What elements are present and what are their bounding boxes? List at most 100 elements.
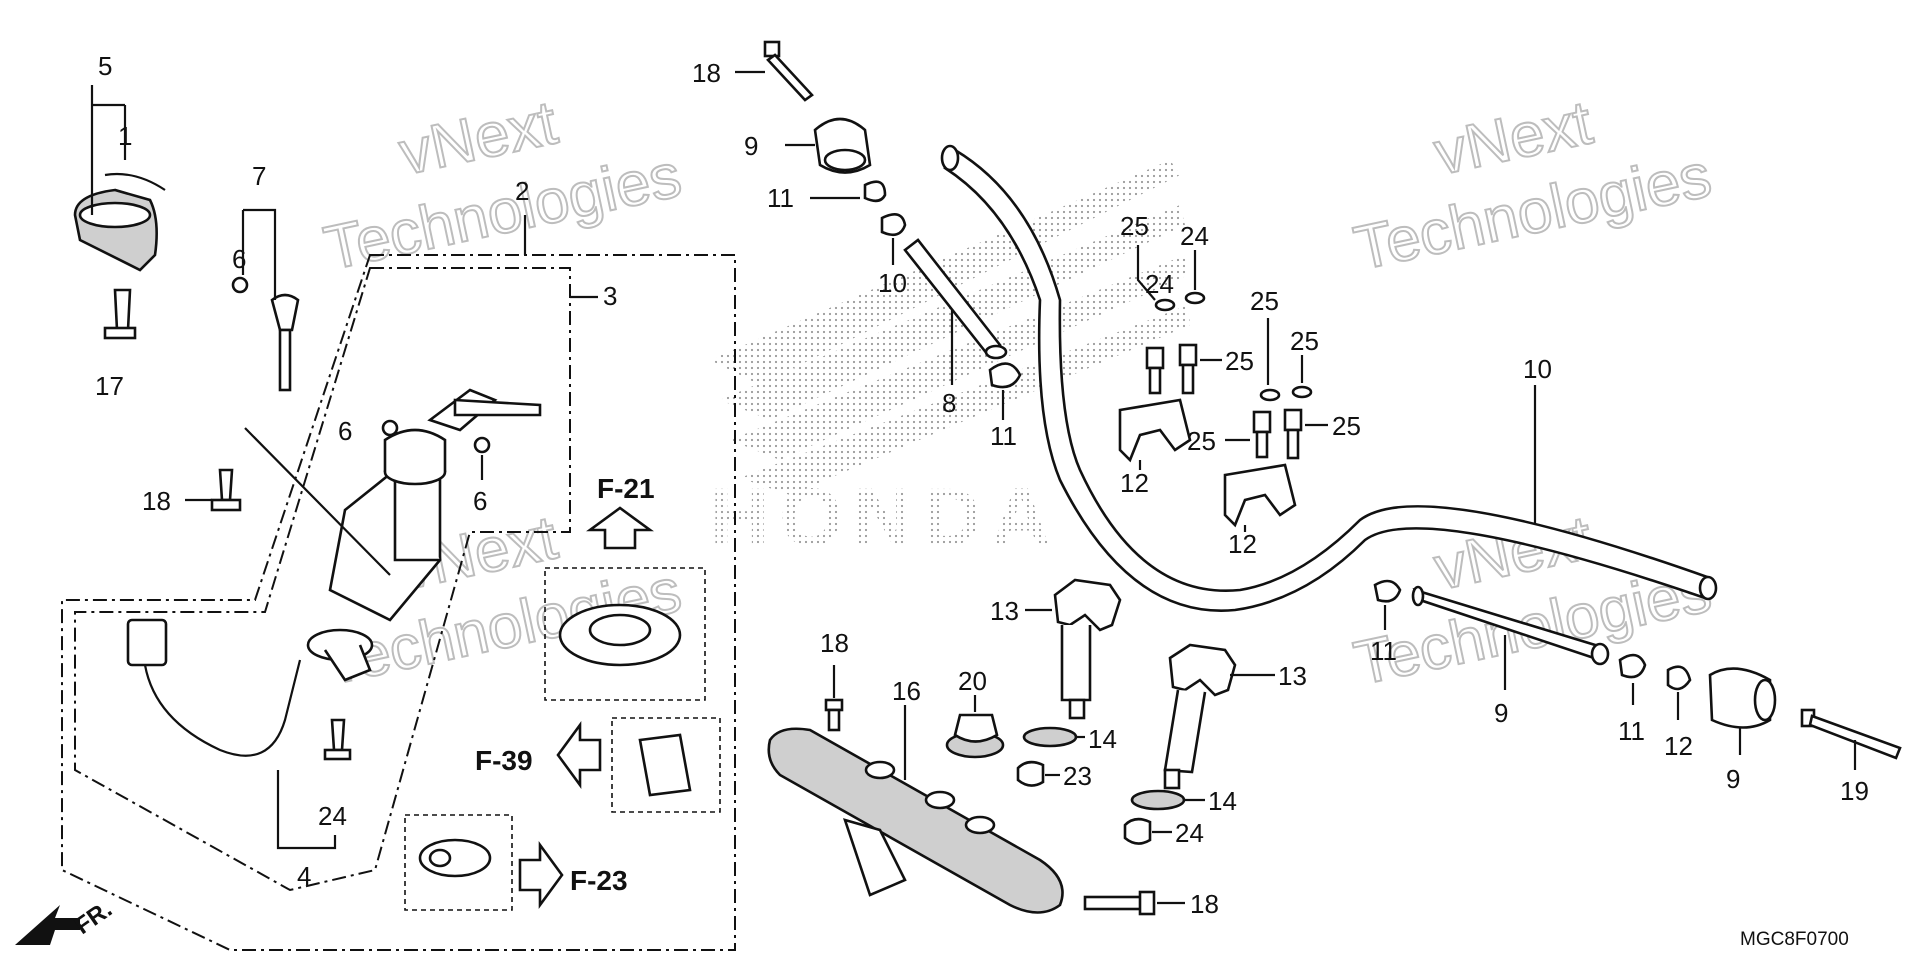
bolt-18 (824, 698, 844, 732)
front-direction-arrow (15, 905, 80, 945)
washer-24 (1259, 388, 1281, 402)
callout-5: 5 (98, 51, 112, 81)
bolt-25 (1252, 410, 1272, 459)
nut-11 (988, 362, 1022, 389)
handlebar-8 (940, 144, 1718, 612)
callout-24: 25 (1250, 286, 1279, 316)
bolt-25 (1283, 408, 1303, 460)
callout-22: 24 (1175, 818, 1204, 848)
arrow-up-icon (586, 506, 654, 550)
washer-24 (1154, 298, 1176, 312)
callout-25: 25 (1332, 411, 1361, 441)
callout-15: 14 (1088, 724, 1117, 754)
callout-18: 18 (1190, 889, 1219, 919)
screw-19 (210, 468, 242, 512)
bolt-25 (1145, 346, 1165, 395)
callout-25: 25 (1120, 211, 1149, 241)
nut-22 (1123, 817, 1152, 845)
nut-11 (1373, 579, 1402, 603)
callout-12: 12 (1664, 731, 1693, 761)
diagram-code: MGC8F0700 (1740, 929, 1849, 950)
leader-line (241, 208, 277, 300)
honda-logo-text: HONDA (710, 472, 1061, 563)
washer-24 (1184, 291, 1206, 305)
callout-24: 24 (1180, 221, 1209, 251)
assembly-group-boundary (61, 254, 736, 951)
callout-16: 16 (892, 676, 921, 706)
callout-11: 11 (1618, 716, 1645, 746)
bolt-20 (1800, 708, 1902, 760)
handlebar-holder-13 (1223, 463, 1297, 528)
reference-f23: F-23 (570, 865, 628, 896)
callout-13: 12 (1228, 529, 1257, 559)
nut-11 (880, 213, 907, 237)
callout-6: 6 (473, 486, 487, 516)
nut-6 (473, 436, 491, 454)
callout-9: 8 (942, 388, 956, 418)
callout-25: 25 (1187, 426, 1216, 456)
callout-6: 6 (338, 416, 352, 446)
nut-22 (1016, 760, 1045, 787)
callout-10: 9 (1726, 764, 1740, 794)
washer-15 (1022, 726, 1078, 748)
leader-line (276, 770, 337, 850)
callout-19: 18 (142, 486, 171, 516)
wire-harness-4 (126, 618, 374, 757)
honda-wing-logo: HONDA (710, 160, 1190, 563)
callout-11: 10 (878, 268, 907, 298)
washer-24 (1291, 385, 1313, 399)
callout-17: 17 (95, 371, 124, 401)
steering-lock-cover (73, 172, 166, 272)
leader-line (90, 85, 125, 215)
reference-box-f39 (611, 717, 721, 813)
callout-15: 14 (1208, 786, 1237, 816)
leader-line (244, 427, 391, 576)
callout-9: 9 (1494, 698, 1508, 728)
callout-13: 12 (1120, 468, 1149, 498)
riser-14 (1163, 643, 1237, 790)
reference-box-f21 (544, 567, 706, 701)
front-marker: FR. (70, 896, 117, 940)
stem-nut-21 (945, 713, 1005, 759)
bolt-18 (1083, 890, 1156, 916)
callout-18: 18 (820, 628, 849, 658)
subassembly-group-boundary (74, 267, 571, 892)
callout-21: 20 (958, 666, 987, 696)
collar-12 (863, 180, 887, 203)
callout-14: 13 (1278, 661, 1307, 691)
callout-3: 3 (603, 281, 617, 311)
callout-4: 4 (297, 861, 311, 891)
reference-f39: F-39 (475, 745, 533, 776)
riser-14 (1053, 578, 1122, 720)
callout-20: 18 (692, 58, 721, 88)
callout-20: 19 (1840, 776, 1869, 806)
inner-weight-9 (1411, 585, 1610, 666)
callout-1: 1 (118, 121, 132, 151)
callout-8: 10 (1523, 354, 1552, 384)
top-bridge-16 (767, 727, 1064, 914)
callout-12: 11 (767, 183, 794, 213)
callout-22: 23 (1063, 761, 1092, 791)
nut-6 (231, 276, 249, 294)
callout-14: 13 (990, 596, 1019, 626)
bolt-25 (1178, 343, 1198, 395)
reference-f21: F-21 (597, 473, 655, 504)
washer-15 (1130, 789, 1186, 811)
nut-11 (1618, 653, 1647, 679)
callout-11: 11 (1370, 636, 1397, 666)
callout-11: 11 (990, 421, 1017, 451)
leader-line (1136, 245, 1156, 301)
nut-6 (381, 419, 399, 437)
callout-24: 25 (1290, 326, 1319, 356)
collar-12 (1666, 665, 1692, 691)
screw-17 (103, 288, 137, 340)
callout-25: 25 (1225, 346, 1254, 376)
bolt-20 (763, 40, 814, 102)
callout-24: 24 (1145, 269, 1174, 299)
handlebar-holder-13 (1118, 398, 1192, 463)
callout-23: 24 (318, 801, 347, 831)
reference-box-f23 (404, 814, 513, 911)
key-7 (270, 293, 300, 392)
